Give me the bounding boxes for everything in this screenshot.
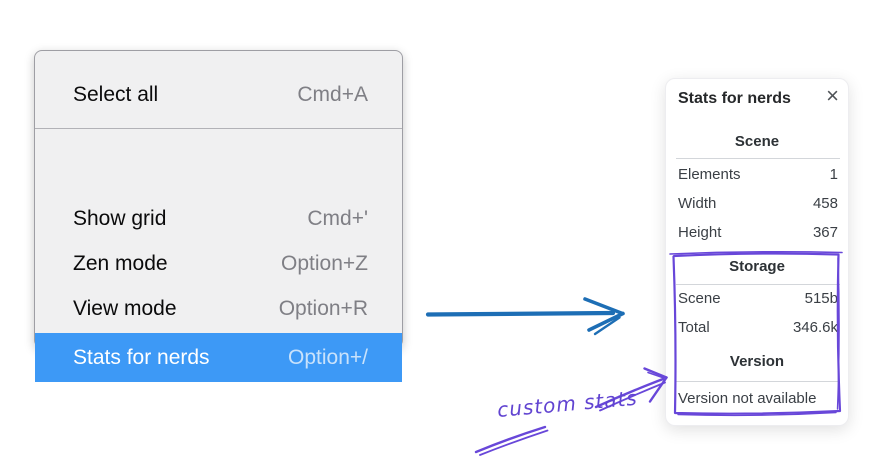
stat-label: Height <box>678 224 722 241</box>
stat-row-width: Width 458 <box>678 195 838 212</box>
stat-row-total-storage: Total 346.6k <box>678 319 838 336</box>
stat-row-height: Height 367 <box>678 224 838 241</box>
stat-value: 1 <box>829 166 838 183</box>
menu-item-view-mode[interactable]: View mode Option+R <box>35 286 402 331</box>
section-heading-version: Version <box>729 353 785 370</box>
menu-item-select-all[interactable]: Select all Cmd+A <box>35 72 402 117</box>
menu-item-shortcut: Cmd+A <box>297 82 368 106</box>
menu-item-stats-for-nerds[interactable]: Stats for nerds Option+/ <box>35 333 402 382</box>
section-heading-scene: Scene <box>734 133 780 150</box>
context-menu: Select all Cmd+A Show grid Cmd+' Zen mod… <box>34 50 403 382</box>
menu-item-shortcut: Option+Z <box>281 251 368 275</box>
blue-arrow <box>425 297 625 336</box>
custom-stats-annotation: custom stats <box>496 385 639 422</box>
section-divider <box>676 158 840 159</box>
stats-panel: Stats for nerds × Scene Elements 1 Width… <box>665 78 849 426</box>
section-divider <box>676 284 840 285</box>
menu-item-label: Stats for nerds <box>73 345 210 369</box>
stat-value: 515b <box>804 290 838 307</box>
stat-label: Total <box>678 319 710 336</box>
stat-label: Width <box>678 195 717 212</box>
stat-value: 346.6k <box>792 319 838 336</box>
menu-item-shortcut: Cmd+' <box>307 206 368 230</box>
menu-item-show-grid[interactable]: Show grid Cmd+' <box>35 196 402 241</box>
menu-item-label: View mode <box>73 296 177 320</box>
menu-item-label: Show grid <box>73 206 167 230</box>
close-icon[interactable]: × <box>826 83 839 108</box>
stat-value: 367 <box>812 224 838 241</box>
menu-item-zen-mode[interactable]: Zen mode Option+Z <box>35 241 402 286</box>
menu-item-shortcut: Option+/ <box>288 345 368 369</box>
section-divider <box>676 381 840 382</box>
version-note: Version not available <box>678 390 817 407</box>
menu-item-shortcut: Option+R <box>278 296 368 320</box>
stat-label: Elements <box>678 166 741 183</box>
stat-row-elements: Elements 1 <box>678 166 838 183</box>
stat-label: Scene <box>678 290 721 307</box>
menu-item-label: Zen mode <box>73 251 168 275</box>
section-heading-storage: Storage <box>729 258 785 275</box>
menu-separator <box>35 128 402 129</box>
panel-title: Stats for nerds <box>678 90 791 107</box>
menu-item-label: Select all <box>73 82 159 106</box>
stat-row-scene-storage: Scene 515b <box>678 290 838 307</box>
stat-value: 458 <box>812 195 838 212</box>
